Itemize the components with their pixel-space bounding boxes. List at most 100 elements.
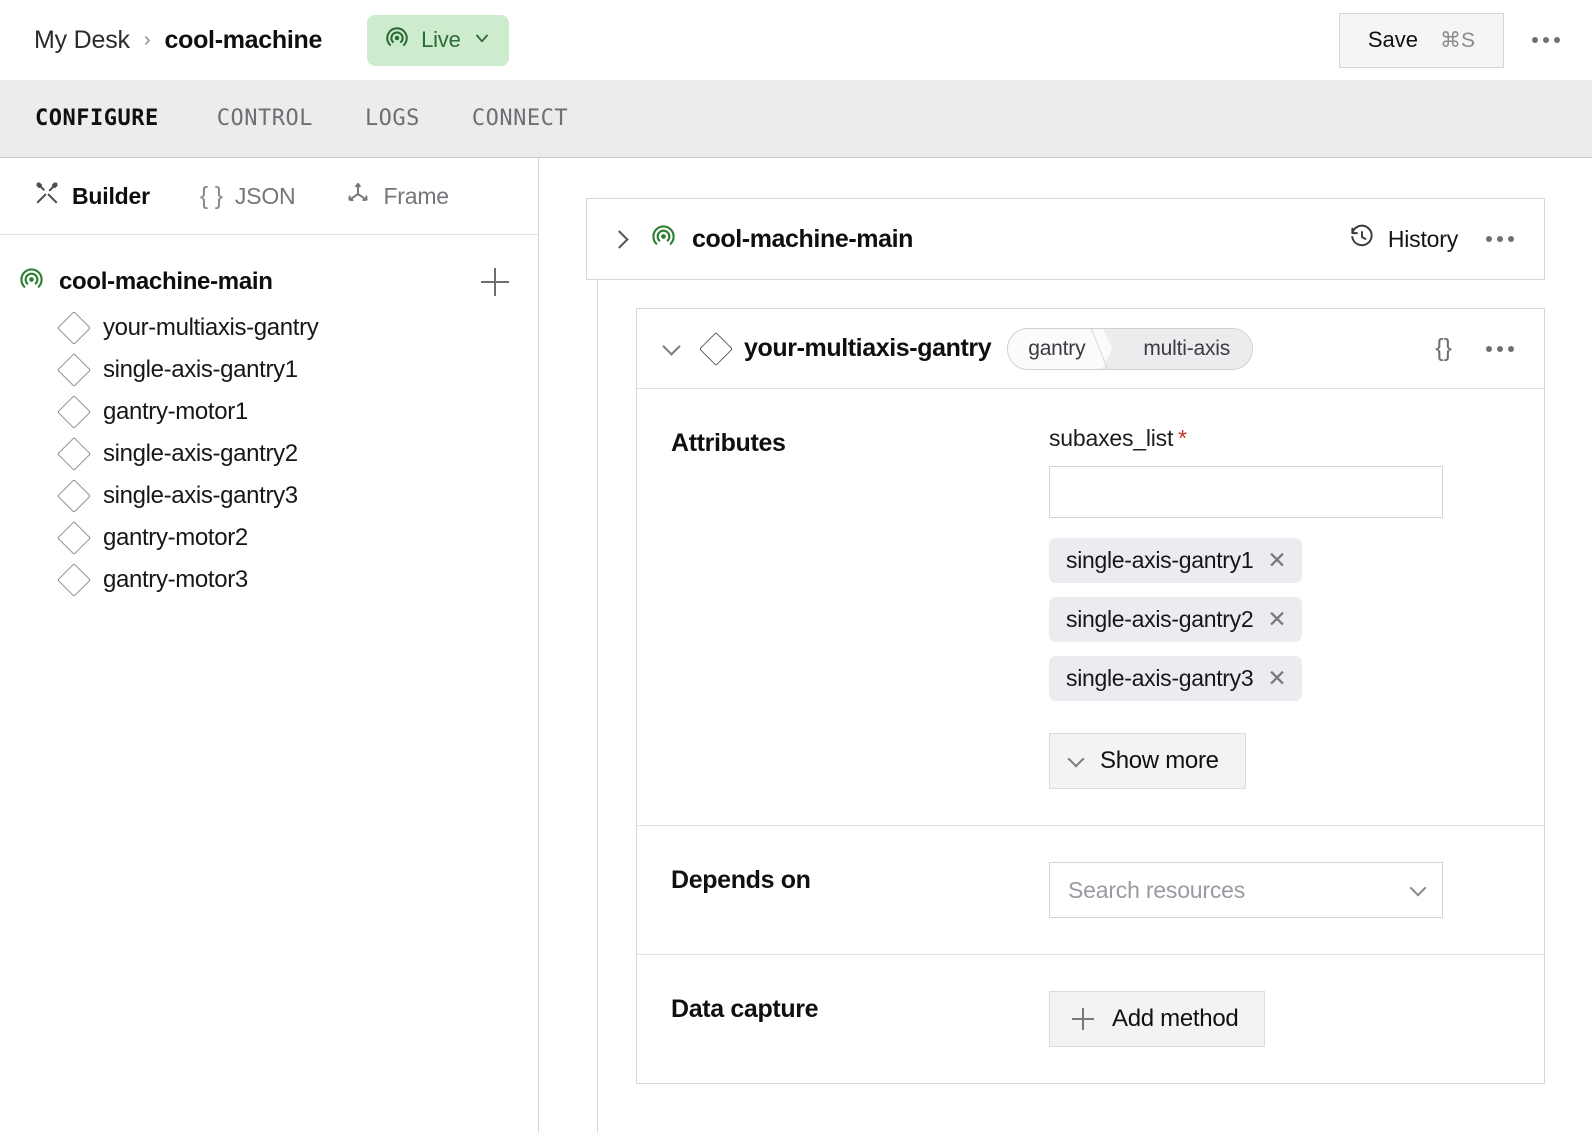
resource-card-overflow-menu-button[interactable] bbox=[1480, 336, 1520, 362]
chip-single-axis-gantry2[interactable]: single-axis-gantry2 ✕ bbox=[1049, 597, 1303, 642]
sidebar: Builder { } JSON Frame bbox=[0, 158, 539, 1133]
tree-item-gantry-motor3[interactable]: gantry-motor3 bbox=[0, 559, 538, 601]
machine-card-overflow-menu-button[interactable] bbox=[1480, 226, 1520, 252]
tree-item-gantry-motor1[interactable]: gantry-motor1 bbox=[0, 391, 538, 433]
chip-remove-icon[interactable]: ✕ bbox=[1267, 606, 1287, 632]
diamond-icon bbox=[699, 331, 733, 366]
sidebar-mode-builder[interactable]: Builder bbox=[34, 180, 174, 212]
tab-connect[interactable]: CONNECT bbox=[471, 106, 569, 131]
main-split: Builder { } JSON Frame bbox=[0, 158, 1592, 1133]
save-button[interactable]: Save ⌘S bbox=[1338, 12, 1504, 68]
nested-resource-area: your-multiaxis-gantry gantry multi-axis … bbox=[586, 308, 1545, 1133]
tree-item-label: gantry-motor1 bbox=[103, 398, 248, 425]
tree-item-gantry-motor2[interactable]: gantry-motor2 bbox=[0, 517, 538, 559]
chip-remove-icon[interactable]: ✕ bbox=[1267, 665, 1287, 691]
depends-on-row: Depends on Search resources bbox=[637, 826, 1544, 955]
tree-item-single-axis-gantry1[interactable]: single-axis-gantry1 bbox=[0, 349, 538, 391]
required-marker: * bbox=[1178, 425, 1187, 451]
save-shortcut-label: ⌘S bbox=[1439, 28, 1475, 52]
live-status-badge[interactable]: Live bbox=[367, 14, 509, 66]
history-label: History bbox=[1387, 225, 1458, 252]
sidebar-mode-json-label: JSON bbox=[234, 182, 296, 209]
dot bbox=[1508, 345, 1514, 352]
machine-card-title: cool-machine-main bbox=[692, 224, 914, 253]
machine-card-header: cool-machine-main History bbox=[586, 198, 1545, 280]
chip-single-axis-gantry3[interactable]: single-axis-gantry3 ✕ bbox=[1049, 656, 1303, 701]
subaxes-list-input[interactable] bbox=[1049, 466, 1443, 518]
tree-root-cool-machine-main[interactable]: cool-machine-main bbox=[0, 257, 538, 307]
sidebar-mode-frame-label: Frame bbox=[383, 182, 449, 209]
dot bbox=[1486, 345, 1492, 352]
radar-icon bbox=[18, 266, 45, 298]
sidebar-mode-json[interactable]: { } JSON bbox=[200, 182, 320, 211]
tab-control[interactable]: CONTROL bbox=[216, 106, 313, 131]
attributes-row: Attributes subaxes_list* single-axis-gan… bbox=[637, 389, 1544, 826]
tab-configure[interactable]: CONFIGURE bbox=[35, 106, 159, 131]
tree-item-label: your-multiaxis-gantry bbox=[103, 314, 319, 341]
data-capture-row: Data capture Add method bbox=[637, 955, 1544, 1083]
tree-item-single-axis-gantry3[interactable]: single-axis-gantry3 bbox=[0, 475, 538, 517]
radar-icon bbox=[384, 25, 410, 56]
attributes-label: Attributes bbox=[671, 429, 786, 457]
dot bbox=[1554, 37, 1560, 43]
data-capture-label: Data capture bbox=[671, 995, 819, 1023]
dot bbox=[1497, 345, 1503, 352]
depends-on-placeholder: Search resources bbox=[1068, 876, 1246, 903]
chip-label: single-axis-gantry1 bbox=[1066, 547, 1254, 573]
resource-card-header: your-multiaxis-gantry gantry multi-axis … bbox=[637, 309, 1544, 389]
subaxes-list-field-name: subaxes_list bbox=[1049, 425, 1174, 451]
tree-item-your-multiaxis-gantry[interactable]: your-multiaxis-gantry bbox=[0, 307, 538, 349]
primary-tab-bar: CONFIGURE CONTROL LOGS CONNECT bbox=[0, 80, 1592, 158]
tree-item-label: single-axis-gantry1 bbox=[103, 356, 298, 383]
tab-logs[interactable]: LOGS bbox=[364, 106, 420, 131]
chip-single-axis-gantry1[interactable]: single-axis-gantry1 ✕ bbox=[1049, 538, 1303, 583]
subaxes-chip-list: single-axis-gantry1 ✕ single-axis-gantry… bbox=[1049, 538, 1514, 715]
json-view-icon[interactable]: {} bbox=[1435, 334, 1452, 362]
tree-item-single-axis-gantry2[interactable]: single-axis-gantry2 bbox=[0, 433, 538, 475]
resource-card-your-multiaxis-gantry: your-multiaxis-gantry gantry multi-axis … bbox=[636, 308, 1545, 1084]
breadcrumb-current[interactable]: cool-machine bbox=[164, 25, 323, 54]
tree-item-label: single-axis-gantry2 bbox=[103, 440, 298, 467]
chevron-down-icon bbox=[1067, 750, 1085, 767]
diamond-icon bbox=[57, 521, 91, 555]
add-method-button[interactable]: Add method bbox=[1049, 991, 1266, 1047]
resource-tree: cool-machine-main your-multiaxis-gantry … bbox=[0, 235, 538, 601]
tree-item-label: gantry-motor3 bbox=[103, 566, 248, 593]
diamond-icon bbox=[57, 311, 91, 345]
chip-label: single-axis-gantry2 bbox=[1066, 606, 1254, 632]
chevron-right-icon[interactable] bbox=[610, 229, 629, 249]
chevron-down-icon bbox=[1409, 879, 1427, 896]
depends-on-select[interactable]: Search resources bbox=[1049, 862, 1443, 918]
depends-on-label: Depends on bbox=[671, 866, 811, 894]
add-resource-button[interactable] bbox=[478, 265, 512, 299]
chip-row: single-axis-gantry2 ✕ bbox=[1049, 597, 1514, 656]
top-bar-overflow-menu-button[interactable] bbox=[1526, 27, 1566, 53]
subaxes-list-label: subaxes_list* bbox=[1049, 425, 1514, 452]
breadcrumb-separator-icon: › bbox=[143, 29, 151, 51]
chevron-down-icon[interactable] bbox=[662, 336, 681, 356]
tree-item-label: gantry-motor2 bbox=[103, 524, 248, 551]
breadcrumb-root[interactable]: My Desk bbox=[34, 25, 130, 54]
diamond-icon bbox=[57, 479, 91, 513]
diamond-icon bbox=[57, 353, 91, 387]
badge-chevron-divider-icon bbox=[1099, 328, 1118, 369]
resource-model-label: multi-axis bbox=[1117, 328, 1253, 369]
axes-icon bbox=[345, 180, 371, 212]
show-more-button[interactable]: Show more bbox=[1049, 733, 1246, 789]
show-more-label: Show more bbox=[1100, 747, 1219, 774]
tree-item-label: single-axis-gantry3 bbox=[103, 482, 298, 509]
resource-card-title: your-multiaxis-gantry bbox=[744, 334, 992, 362]
history-button[interactable]: History bbox=[1349, 224, 1458, 255]
dot bbox=[1508, 236, 1514, 242]
plus-icon bbox=[1072, 1008, 1094, 1030]
diamond-icon bbox=[57, 437, 91, 471]
dot bbox=[1532, 37, 1538, 43]
chip-row: single-axis-gantry3 ✕ bbox=[1049, 656, 1514, 715]
chip-remove-icon[interactable]: ✕ bbox=[1267, 547, 1287, 573]
resource-type-badge: gantry multi-axis bbox=[1007, 327, 1254, 370]
diamond-icon bbox=[57, 395, 91, 429]
tools-icon bbox=[34, 180, 60, 212]
sidebar-mode-frame[interactable]: Frame bbox=[345, 180, 472, 212]
dot bbox=[1497, 236, 1503, 242]
save-button-label: Save bbox=[1367, 27, 1418, 52]
